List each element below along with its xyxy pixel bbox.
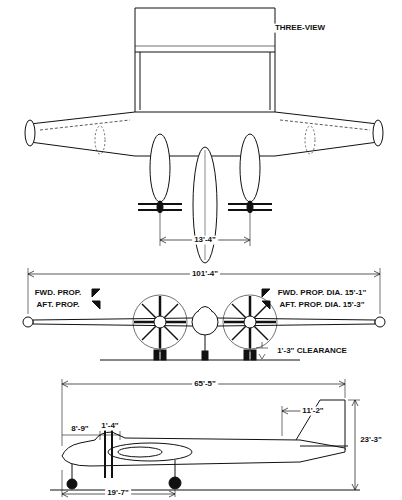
- view-title: THREE-VIEW: [273, 24, 327, 33]
- dimension-label: 8'-9": [69, 425, 90, 434]
- dimension-label: 11'-2": [300, 407, 325, 416]
- side-view: [50, 379, 360, 497]
- dimension-label: FWD. PROP.: [33, 289, 84, 298]
- dimension-label: 1'-4": [99, 422, 120, 431]
- dimension-label: AFT. PROP.: [35, 301, 82, 310]
- dimension-label: 101'-4": [190, 270, 220, 279]
- dimension-label: 65'-5": [192, 380, 218, 389]
- dimension-label: 23'-3": [358, 436, 384, 445]
- dimension-label: AFT. PROP. DIA. 15'-3": [277, 301, 366, 310]
- dimension-label: 1'-3" CLEARANCE: [275, 347, 349, 356]
- dimension-label: 19'-7": [105, 489, 131, 498]
- dimension-label: FWD. PROP. DIA. 15'-1": [276, 289, 369, 298]
- front-view: [23, 268, 385, 360]
- dimension-label: 13'-4": [192, 236, 218, 245]
- plan-view: [25, 8, 383, 263]
